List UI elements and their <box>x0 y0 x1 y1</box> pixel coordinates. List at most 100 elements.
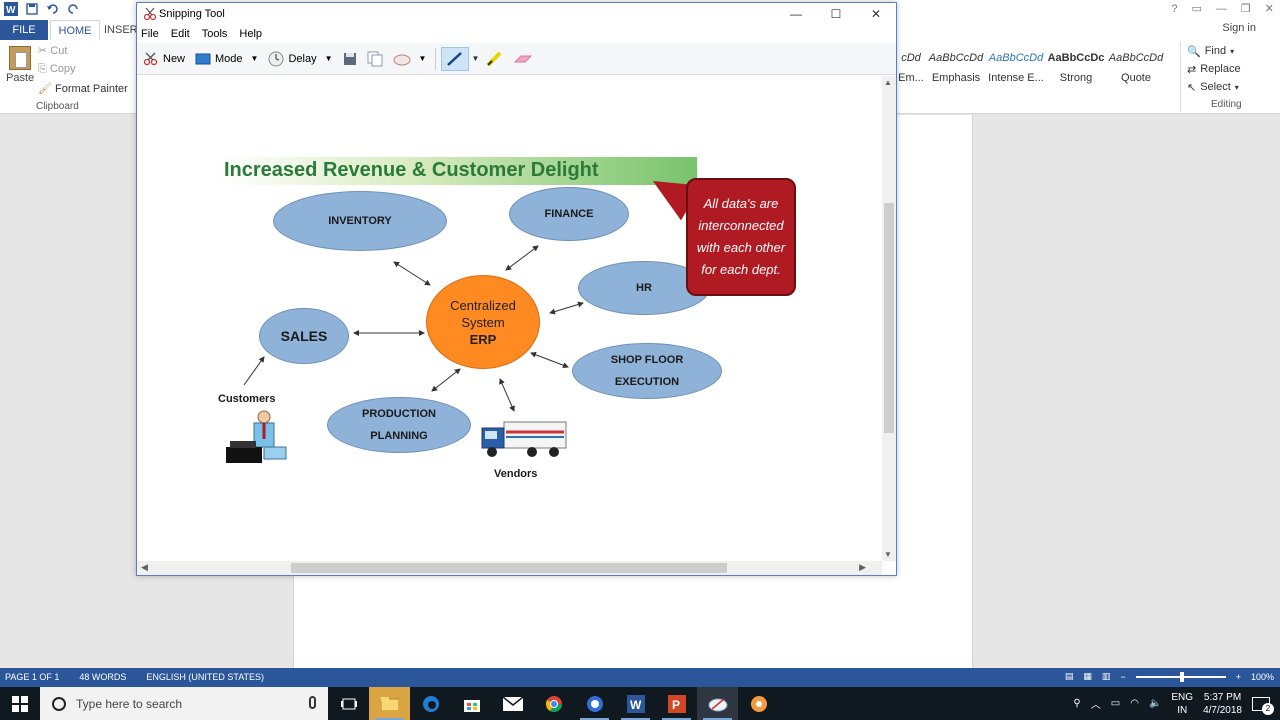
microphone-icon[interactable] <box>309 696 316 709</box>
chevron-down-icon: ▾ <box>1234 82 1239 92</box>
mode-button[interactable]: Mode ▼ <box>191 47 262 71</box>
print-layout-icon[interactable]: ▦ <box>1083 671 1092 681</box>
taskbar-app-extra[interactable] <box>738 687 779 720</box>
taskbar-chrome-profile[interactable] <box>574 687 615 720</box>
taskbar-file-explorer[interactable] <box>369 687 410 720</box>
scroll-down-arrow-icon[interactable]: ▼ <box>884 550 892 559</box>
help-icon[interactable]: ? <box>1171 2 1178 15</box>
select-button[interactable]: ↖Select▾ <box>1187 78 1280 96</box>
snipping-tool-icon <box>708 697 727 711</box>
zoom-slider[interactable] <box>1135 671 1226 682</box>
highlighter-icon <box>486 51 502 66</box>
zoom-slider-thumb[interactable] <box>1179 671 1184 682</box>
horizontal-scrollbar[interactable]: ◀ ▶ <box>137 561 882 575</box>
start-button[interactable] <box>0 687 40 720</box>
taskbar-chrome[interactable] <box>533 687 574 720</box>
taskbar-mail[interactable] <box>492 687 533 720</box>
page-count[interactable]: PAGE 1 OF 1 <box>5 672 60 682</box>
format-painter-button[interactable]: 🖌 Format Painter <box>38 82 128 95</box>
pen-dropdown-chevron-icon[interactable]: ▼ <box>471 54 480 63</box>
paste-icon <box>9 46 31 70</box>
taskbar-word[interactable]: W <box>615 687 656 720</box>
highlighter-button[interactable] <box>481 47 507 71</box>
people-icon[interactable]: ⚲ <box>1073 698 1081 709</box>
save-snip-button[interactable] <box>339 47 361 71</box>
close-button[interactable]: ✕ <box>870 7 882 21</box>
customer-illustration-icon <box>226 410 287 463</box>
copy-button[interactable]: ⎘ Copy <box>38 63 128 76</box>
proofing-language[interactable]: ENGLISH (UNITED STATES) <box>146 672 265 682</box>
scroll-right-arrow-icon[interactable]: ▶ <box>859 562 866 572</box>
format-painter-label: Format Painter <box>55 83 128 95</box>
close-icon[interactable]: ✕ <box>1264 3 1274 15</box>
minimize-button[interactable]: — <box>790 7 802 21</box>
erp-line-1: Centralized <box>450 297 516 313</box>
battery-icon[interactable]: ▭ <box>1110 698 1121 709</box>
eraser-button[interactable] <box>509 47 537 71</box>
minimize-icon[interactable]: — <box>1215 2 1227 15</box>
paste-button[interactable]: Paste <box>6 46 34 84</box>
taskbar-snipping-tool[interactable] <box>697 687 738 720</box>
input-language[interactable]: ENG IN <box>1171 691 1193 717</box>
taskbar-search-box[interactable]: Type here to search <box>40 687 328 720</box>
send-snip-button[interactable]: ▼ <box>389 47 431 71</box>
zoom-in-button[interactable]: + <box>1235 671 1241 682</box>
menu-help[interactable]: Help <box>239 28 263 40</box>
tab-file[interactable]: FILE <box>0 20 48 40</box>
menu-tools[interactable]: Tools <box>201 28 228 40</box>
delay-button[interactable]: Delay ▼ <box>264 47 336 71</box>
chevron-down-icon: ▼ <box>250 54 259 63</box>
new-snip-button[interactable]: New <box>139 47 189 71</box>
wifi-icon[interactable]: ◠ <box>1130 698 1139 709</box>
arrow-vendors-erp <box>499 378 515 412</box>
show-hidden-icons-chevron-icon[interactable]: ︿ <box>1090 700 1101 711</box>
replace-button[interactable]: ⇄Replace <box>1187 60 1280 78</box>
style-preview: cDd <box>901 52 921 64</box>
rectangle-mode-icon <box>195 53 211 64</box>
taskbar-store[interactable] <box>451 687 492 720</box>
store-bag-icon <box>463 699 480 712</box>
snip-toolbar: New Mode ▼ Delay ▼ ▼ ▼ <box>137 43 896 75</box>
menu-edit[interactable]: Edit <box>170 28 190 40</box>
horizontal-scroll-thumb[interactable] <box>291 563 727 573</box>
menu-file[interactable]: File <box>141 28 159 40</box>
tab-insert[interactable]: INSER <box>104 24 138 36</box>
zoom-level[interactable]: 100% <box>1250 671 1274 682</box>
vertical-scroll-thumb[interactable] <box>884 203 894 433</box>
taskbar-edge[interactable] <box>410 687 451 720</box>
task-view-button[interactable] <box>328 687 369 720</box>
vertical-scrollbar[interactable]: ▲ ▼ <box>882 76 896 561</box>
redo-icon[interactable] <box>68 3 80 15</box>
clock[interactable]: 5:37 PM 4/7/2018 <box>1203 691 1242 717</box>
sign-in-link[interactable]: Sign in <box>1222 22 1256 34</box>
find-button[interactable]: 🔍Find▾ <box>1187 42 1280 60</box>
tab-home[interactable]: HOME <box>50 20 100 40</box>
chevron-down-icon: ▾ <box>1230 46 1235 56</box>
cut-button[interactable]: ✂ Cut <box>38 44 128 57</box>
scroll-up-arrow-icon[interactable]: ▲ <box>884 78 892 87</box>
restore-icon[interactable]: ❐ <box>1240 3 1251 15</box>
read-mode-icon[interactable]: ▤ <box>1064 671 1074 681</box>
copy-snip-button[interactable] <box>363 47 387 71</box>
style-preview: AaBbCcDd <box>1108 52 1164 64</box>
taskbar-powerpoint[interactable]: P <box>656 687 697 720</box>
zoom-out-button[interactable]: − <box>1120 671 1126 682</box>
volume-icon[interactable]: 🔈 <box>1148 698 1162 709</box>
toolbar-separator <box>435 47 437 70</box>
web-layout-icon[interactable]: ▥ <box>1101 671 1111 681</box>
save-icon[interactable] <box>26 3 38 15</box>
pen-button[interactable] <box>441 46 470 71</box>
maximize-button[interactable]: ☐ <box>830 7 842 21</box>
action-center-icon[interactable]: 2 <box>1252 696 1274 715</box>
word-count[interactable]: 48 WORDS <box>79 672 127 682</box>
erp-line-2: System <box>461 314 505 330</box>
undo-icon[interactable] <box>46 3 60 15</box>
ribbon-display-icon[interactable]: ▭ <box>1191 3 1202 15</box>
scroll-left-arrow-icon[interactable]: ◀ <box>141 562 148 572</box>
snip-canvas[interactable]: Increased Revenue & Customer Delight <box>137 76 882 561</box>
